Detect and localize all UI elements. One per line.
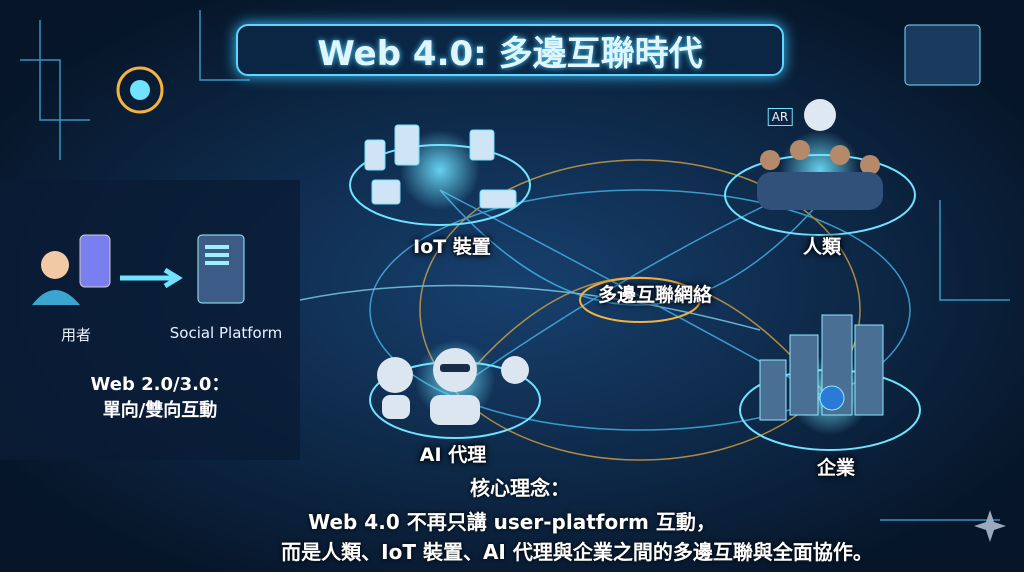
node-network: 多邊互聯網絡 — [597, 284, 713, 306]
arrow-icon — [120, 267, 183, 289]
left-panel — [0, 180, 300, 460]
ar-badge: AR — [767, 108, 793, 126]
core-line2: 而是人類、IoT 裝置、AI 代理與企業之間的多邊互聯與全面協作。 — [281, 540, 873, 564]
web2-caption: Web 2.0/3.0： 單向/雙向互動 — [60, 372, 260, 424]
people-icon — [757, 99, 883, 210]
node-iot: IoT 裝置 — [413, 236, 491, 258]
user-label: 用者 — [60, 326, 92, 344]
node-ai: AI 代理 — [419, 444, 487, 466]
node-humans: 人類 — [802, 236, 842, 258]
node-rings — [349, 144, 921, 451]
platform-label: Social Platform — [169, 324, 283, 342]
ai-robots-icon — [377, 348, 529, 425]
server-icon — [197, 234, 245, 304]
enterprise-buildings-icon — [759, 314, 884, 421]
web2-line1: Web 2.0/3.0： — [90, 374, 230, 395]
web2-line2: 單向/雙向互動 — [102, 400, 218, 421]
user-phone-icon — [32, 234, 111, 305]
core-heading: 核心理念： — [470, 476, 570, 500]
page-title: Web 4.0: 多邊互聯時代 — [236, 24, 784, 76]
sparkle-icon — [974, 510, 1006, 542]
node-enterprise: 企業 — [816, 457, 856, 479]
iot-devices-icon — [364, 124, 517, 209]
core-line1: Web 4.0 不再只講 user-platform 互動， — [308, 510, 716, 534]
